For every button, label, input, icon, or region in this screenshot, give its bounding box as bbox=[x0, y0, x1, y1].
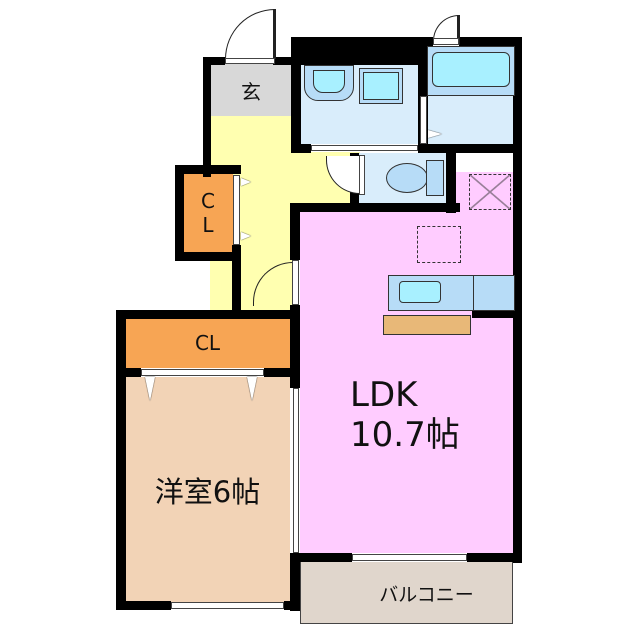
wall bbox=[203, 57, 211, 177]
wall bbox=[290, 553, 352, 562]
toilet-tank bbox=[426, 160, 444, 196]
closet-large-label: CL bbox=[194, 331, 221, 355]
hinge-marker bbox=[241, 232, 251, 240]
breakfast-bar bbox=[383, 315, 471, 335]
wall bbox=[175, 165, 241, 174]
wall bbox=[418, 37, 428, 147]
wall bbox=[459, 37, 522, 46]
wall bbox=[291, 37, 431, 65]
wall bbox=[116, 601, 171, 610]
wash-basin-bowl bbox=[313, 70, 345, 93]
bath-inner-door bbox=[420, 96, 427, 144]
wall bbox=[175, 165, 184, 261]
refrigerator-space-x bbox=[469, 174, 511, 210]
wall bbox=[290, 203, 460, 212]
ldk-label-2: 10.7帖 bbox=[350, 415, 460, 455]
genkan-label: 玄 bbox=[241, 79, 261, 104]
entrance-door[interactable] bbox=[225, 9, 275, 59]
wall bbox=[446, 153, 456, 213]
wall bbox=[428, 37, 433, 46]
window bbox=[171, 602, 284, 609]
sliding-door bbox=[293, 388, 299, 553]
wall bbox=[116, 310, 300, 319]
wall bbox=[116, 368, 141, 377]
room-western bbox=[125, 377, 290, 602]
hinge-marker bbox=[241, 178, 251, 186]
balcony-label: バルコニー bbox=[379, 583, 474, 606]
closet-small-label: C L bbox=[183, 173, 233, 253]
closet-small-label-1: C bbox=[201, 189, 215, 213]
wall bbox=[290, 305, 300, 388]
wall bbox=[175, 252, 241, 261]
wall bbox=[418, 144, 522, 153]
bathroom-door-leaf bbox=[457, 15, 460, 45]
wall bbox=[273, 57, 293, 65]
entrance-threshold bbox=[225, 58, 275, 64]
stove-divider bbox=[473, 275, 474, 311]
hinge-marker bbox=[247, 377, 257, 401]
entrance-door-leaf bbox=[273, 9, 276, 59]
toilet-bowl bbox=[386, 163, 428, 193]
wall bbox=[467, 553, 522, 562]
wall bbox=[472, 310, 517, 318]
toilet-door-leaf bbox=[359, 155, 365, 195]
range-hood bbox=[417, 226, 461, 263]
hinge-marker bbox=[428, 130, 442, 138]
ldk-label: LDK 10.7帖 bbox=[300, 365, 513, 465]
room-balcony bbox=[300, 562, 513, 624]
room-closet-large bbox=[125, 318, 290, 368]
wall bbox=[203, 57, 225, 65]
western-room-label: 洋室6帖 bbox=[154, 475, 261, 509]
closet-door bbox=[233, 175, 240, 245]
wall bbox=[284, 601, 300, 610]
closet-small-label-2: L bbox=[202, 213, 214, 237]
ldk-door-leaf bbox=[292, 260, 299, 305]
room-ldk bbox=[300, 210, 513, 553]
kitchen-sink bbox=[399, 281, 441, 303]
wall bbox=[232, 245, 241, 315]
bathtub-inner bbox=[432, 52, 510, 87]
wall bbox=[291, 144, 311, 153]
room-closet-small bbox=[183, 173, 233, 253]
hinge-marker bbox=[145, 377, 155, 401]
bathroom-threshold bbox=[433, 38, 459, 45]
wall bbox=[290, 553, 300, 611]
window bbox=[352, 554, 467, 561]
wall bbox=[513, 37, 522, 563]
wall bbox=[264, 368, 294, 377]
window bbox=[141, 369, 264, 376]
wall bbox=[291, 37, 301, 152]
washing-machine-inner bbox=[363, 72, 399, 100]
wall bbox=[290, 203, 300, 260]
room-genkan bbox=[210, 64, 292, 116]
sliding-door bbox=[311, 145, 418, 151]
ldk-label-1: LDK bbox=[350, 375, 418, 415]
wall bbox=[116, 310, 126, 610]
